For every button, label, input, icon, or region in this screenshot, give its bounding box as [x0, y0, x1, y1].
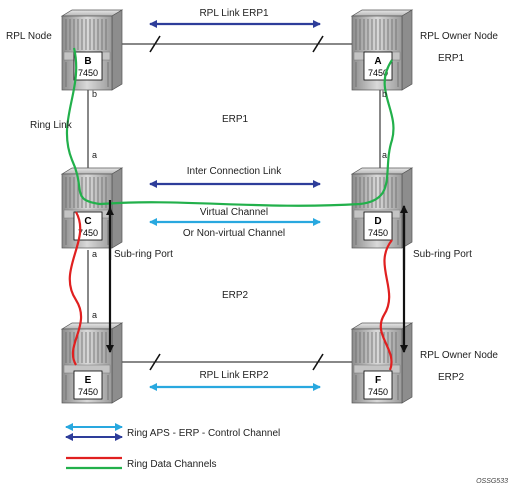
block-mark — [149, 353, 161, 371]
sub-ring-port-left-label: Sub-ring Port — [114, 249, 173, 260]
node-C: C 7450 — [61, 167, 123, 249]
svg-text:C: C — [84, 216, 91, 227]
legend-data-channels-label: Ring Data Channels — [127, 459, 217, 470]
port-b-left: b — [92, 89, 97, 99]
svg-text:7450: 7450 — [368, 228, 388, 238]
sub-ring-port-right-label: Sub-ring Port — [413, 249, 472, 260]
rpl-owner-node-bottom-label: RPL Owner Node — [420, 350, 498, 361]
svg-text:7450: 7450 — [78, 68, 98, 78]
red-data-channel-erp2-right — [379, 239, 393, 371]
erp2-center-label: ERP2 — [222, 290, 249, 301]
svg-text:7450: 7450 — [368, 387, 388, 397]
legend-control-channel-label: Ring APS - ERP - Control Channel — [127, 428, 280, 439]
block-mark — [312, 35, 324, 53]
node-B: B 7450 — [61, 9, 123, 91]
block-mark — [312, 353, 324, 371]
virtual-channel-label-2: Or Non-virtual Channel — [183, 228, 285, 239]
erp2-right-label: ERP2 — [438, 372, 465, 383]
virtual-channel-label-1: Virtual Channel — [200, 207, 268, 218]
node-F: F 7450 — [351, 322, 413, 404]
svg-text:7450: 7450 — [78, 387, 98, 397]
inter-connection-link-label: Inter Connection Link — [187, 166, 283, 177]
rpl-link-erp1-label: RPL Link ERP1 — [199, 8, 269, 19]
svg-text:7450: 7450 — [78, 228, 98, 238]
svg-text:B: B — [84, 56, 91, 67]
erp1-right-label: ERP1 — [438, 53, 465, 64]
port-b-right: b — [382, 89, 387, 99]
green-data-channel-erp1 — [65, 47, 395, 207]
svg-text:E: E — [85, 375, 92, 386]
port-a-right-upper: a — [382, 150, 387, 160]
svg-text:D: D — [374, 216, 381, 227]
svg-text:F: F — [375, 375, 381, 386]
node-E: E 7450 — [61, 322, 123, 404]
legend: Ring APS - ERP - Control Channel Ring Da… — [65, 423, 280, 470]
erp1-center-label: ERP1 — [222, 114, 249, 125]
port-a-left-upper: a — [92, 150, 97, 160]
rpl-node-label: RPL Node — [6, 31, 52, 42]
ring-link-label: Ring Link — [30, 120, 73, 131]
red-data-channel-erp2-left — [68, 211, 83, 366]
rpl-owner-node-top-label: RPL Owner Node — [420, 31, 498, 42]
rpl-block-marks — [149, 35, 324, 371]
node-A: A 7450 — [351, 9, 413, 91]
block-mark — [149, 35, 161, 53]
svg-text:7450: 7450 — [368, 68, 388, 78]
rpl-link-erp2-label: RPL Link ERP2 — [199, 370, 269, 381]
node-D: D 7450 — [351, 167, 413, 249]
figure-id: OSSG533 — [476, 478, 508, 485]
ring-links — [87, 43, 381, 363]
svg-text:A: A — [374, 56, 381, 67]
port-a-left-mid: a — [92, 249, 97, 259]
port-a-left-lower: a — [92, 310, 97, 320]
